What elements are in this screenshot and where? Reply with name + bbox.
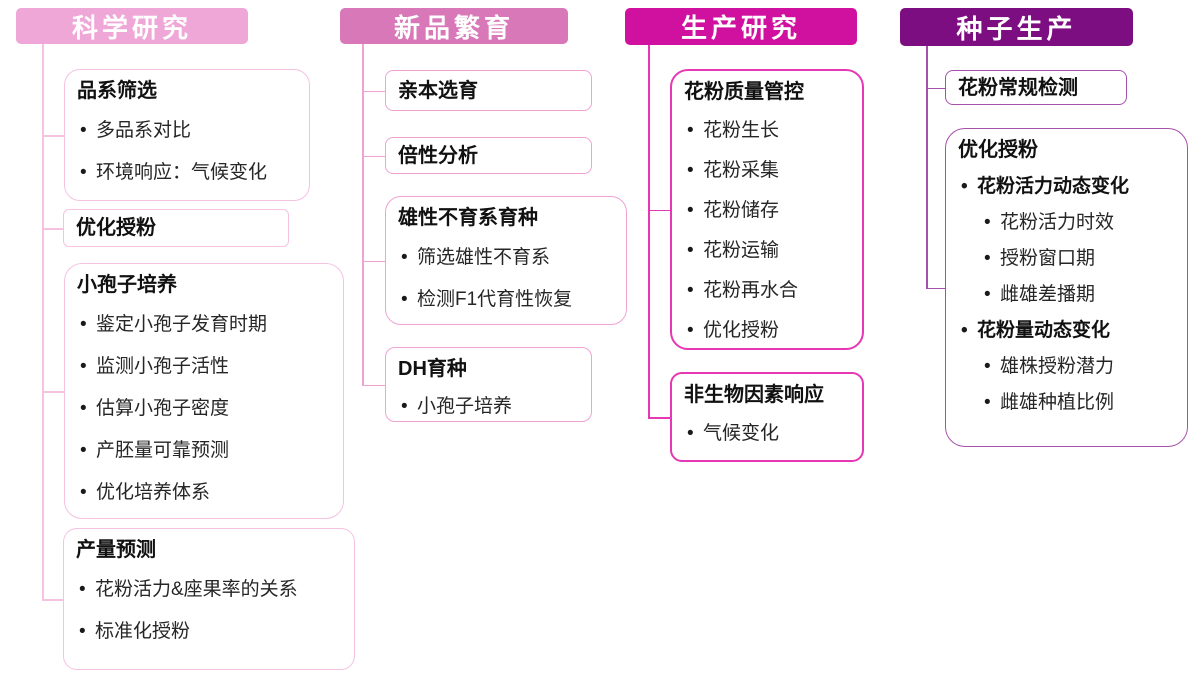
bullet-item: 花粉运输	[684, 231, 854, 271]
connector-stub	[362, 90, 385, 92]
bullet-item: 授粉窗口期	[958, 241, 1179, 277]
connector-stub	[362, 155, 385, 157]
box-ploidy-analysis: 倍性分析	[385, 137, 592, 174]
bullet-item: 气候变化	[684, 414, 854, 454]
bullet-item: 鉴定小孢子发育时期	[77, 304, 335, 346]
box-male-sterile-line-breeding: 雄性不育系育种筛选雄性不育系检测F1代育性恢复	[385, 196, 627, 325]
bullet-item: 优化授粉	[684, 311, 854, 348]
bullet-item: 筛选雄性不育系	[398, 237, 618, 279]
box-title: 产量预测	[76, 539, 156, 561]
box-line-screening: 品系筛选多品系对比环境响应：气候变化	[64, 69, 310, 201]
connector-stub	[42, 228, 63, 230]
box-dh-breeding: DH育种小孢子培养	[385, 347, 592, 422]
connector-stub	[42, 135, 64, 137]
box-title: 优化授粉	[76, 217, 156, 239]
bullet-item: 估算小孢子密度	[77, 388, 335, 430]
box-optimized-pollination: 优化授粉	[63, 209, 289, 247]
box-title: 雄性不育系育种	[398, 207, 538, 229]
connector-stub	[648, 417, 670, 419]
box-title: 花粉常规检测	[958, 76, 1078, 99]
bullet-item: 花粉储存	[684, 191, 854, 231]
connector-stub	[926, 87, 945, 89]
bullet-item: 雄株授粉潜力	[958, 349, 1179, 385]
bullet-item: 花粉活力&座果率的关系	[76, 569, 346, 611]
bullet-item: 检测F1代育性恢复	[398, 279, 618, 321]
connector-line	[362, 44, 364, 385]
box-yield-prediction: 产量预测花粉活力&座果率的关系标准化授粉	[63, 528, 355, 670]
box-pollen-quality-control: 花粉质量管控花粉生长花粉采集花粉储存花粉运输花粉再水合优化授粉	[670, 69, 864, 350]
bullet-item: 雌雄差播期	[958, 277, 1179, 313]
box-microspore-culture: 小孢子培养鉴定小孢子发育时期监测小孢子活性估算小孢子密度产胚量可靠预测优化培养体…	[64, 263, 344, 519]
box-title: 非生物因素响应	[684, 384, 824, 406]
box-title: 亲本选育	[398, 79, 478, 102]
bullet-item: 监测小孢子活性	[77, 346, 335, 388]
column-header-production-research: 生产研究	[625, 8, 857, 45]
bullet-item: 花粉采集	[684, 151, 854, 191]
box-title: 倍性分析	[398, 144, 478, 167]
box-title: DH育种	[398, 358, 467, 380]
bullet-item: 标准化授粉	[76, 611, 346, 653]
bullet-item: 小孢子培养	[398, 388, 583, 421]
bullet-item: 花粉活力时效	[958, 205, 1179, 241]
bullet-item: 雌雄种植比例	[958, 385, 1179, 421]
bullet-item: 多品系对比	[77, 110, 301, 152]
bullet-item: 花粉生长	[684, 111, 854, 151]
connector-stub	[362, 384, 385, 386]
box-parent-selection: 亲本选育	[385, 70, 592, 111]
box-routine-pollen-testing: 花粉常规检测	[945, 70, 1127, 105]
bullet-item: 花粉再水合	[684, 271, 854, 311]
box-title: 小孢子培养	[77, 274, 177, 296]
connector-stub	[42, 599, 63, 601]
bullet-item: 花粉量动态变化	[958, 313, 1179, 349]
connector-line	[648, 45, 650, 417]
column-header-seed-production: 种子生产	[900, 8, 1133, 46]
connector-stub	[926, 287, 945, 289]
bullet-item: 产胚量可靠预测	[77, 430, 335, 472]
box-title: 花粉质量管控	[684, 81, 804, 103]
bullet-item: 优化培养体系	[77, 472, 335, 514]
bullet-item: 花粉活力动态变化	[958, 169, 1179, 205]
box-abiotic-factor-response: 非生物因素响应气候变化	[670, 372, 864, 462]
connector-stub	[42, 391, 64, 393]
connector-line	[926, 46, 928, 288]
box-optimized-pollination-seed: 优化授粉花粉活力动态变化花粉活力时效授粉窗口期雌雄差播期花粉量动态变化雄株授粉潜…	[945, 128, 1188, 447]
box-title: 优化授粉	[958, 139, 1038, 161]
column-header-scientific-research: 科学研究	[16, 8, 248, 44]
connector-line	[42, 44, 44, 599]
bullet-item: 环境响应：气候变化	[77, 152, 301, 194]
box-title: 品系筛选	[77, 80, 157, 102]
connector-stub	[648, 209, 670, 211]
connector-stub	[362, 260, 385, 262]
column-header-new-variety-breeding: 新品繁育	[340, 8, 568, 44]
